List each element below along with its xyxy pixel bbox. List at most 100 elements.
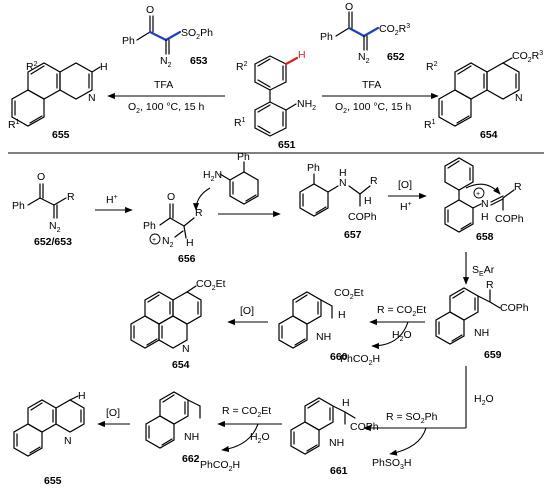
sear-label: SEAr (472, 264, 495, 278)
r1-label: R1 (424, 119, 436, 131)
compound-659: R COPh NH 659 (435, 279, 529, 361)
r2-label: R2 (26, 61, 38, 73)
phco2h-label: PhCO2H (200, 459, 240, 473)
hydrogen-label: H (339, 167, 347, 179)
arrow-water-pathway: H2O R = SO2Ph PhSO3H (363, 366, 494, 471)
arrow-to-655: TFA O2, 100 °C, 15 h (107, 79, 225, 115)
hydrogen-label: H (364, 195, 372, 207)
phso3h-label: PhSO3H (372, 457, 412, 471)
arrow-oxidation-2: [O] (227, 305, 268, 326)
compound-652-label: 652 (387, 51, 405, 63)
oxidant-label: [O] (240, 305, 254, 317)
hplus-label: H+ (400, 201, 412, 213)
phenyl-label: Ph (320, 31, 333, 43)
n2-label: N2 (358, 51, 370, 65)
co2et-label: CO2Et (196, 278, 226, 292)
nh2-label: H2N (203, 169, 222, 183)
nh-label: NH (329, 437, 344, 449)
nh-label: N (339, 177, 347, 189)
charge-label: + (476, 191, 480, 198)
oxygen-label: O (345, 1, 353, 13)
arrow-hydrolysis-co2et: R = CO2Et H2O PhCO2H (340, 304, 426, 367)
compound-655-label: 655 (52, 129, 70, 141)
compound-657: Ph N H R H COPh 657 (299, 162, 378, 241)
tfa-label: TFA (362, 79, 381, 91)
ch-hydrogen-label: H (298, 49, 306, 61)
coph-label: COPh (350, 421, 379, 433)
oxidant-label: [O] (398, 179, 412, 191)
co2r3-label: CO2R3 (379, 23, 410, 37)
n2-label: N2 (160, 55, 172, 69)
compound-656: O Ph R H N2 + 656 (143, 187, 211, 265)
compound-652-653-label: 652/653 (34, 236, 72, 248)
compound-659-label: 659 (484, 349, 502, 361)
arrow-to-654: TFA O2, 100 °C, 15 h (322, 79, 439, 115)
nitrogen-label: N (182, 343, 190, 355)
nitrogen-label: N (515, 92, 523, 104)
compound-654-label: 654 (480, 129, 498, 141)
compound-660-label: 660 (330, 351, 348, 363)
hydrogen-label: H (342, 397, 350, 409)
compound-654-mech-label: 654 (172, 359, 190, 371)
co2r3-label: CO2R3 (512, 50, 543, 64)
r1-label: R1 (234, 117, 246, 129)
compound-654-mechanism: CO2Et N 654 (130, 278, 226, 371)
nh2-label: NH2 (297, 98, 316, 112)
coph-label: COPh (348, 211, 377, 223)
compound-653-label: 653 (190, 55, 208, 67)
hydrogen-label: H (481, 211, 489, 223)
nh-label: NH (474, 327, 489, 339)
compound-658-label: 658 (476, 231, 494, 243)
oxidant-label: [O] (106, 407, 120, 419)
compound-655-mechanism: H N 655 (13, 390, 86, 487)
water-label: H2O (250, 431, 270, 445)
compound-662: NH 662 (145, 391, 201, 465)
arrow-sear: SEAr (462, 252, 495, 285)
compound-651: H NH2 R2 R1 651 (234, 49, 316, 151)
phenyl-label: Ph (237, 151, 250, 163)
compound-652-653: O Ph R N2 652/653 (12, 171, 75, 248)
r-label: R (195, 207, 203, 219)
n2-plus-label: N2 (162, 235, 174, 249)
aminobiphenyl-reagent: Ph H2N (203, 151, 259, 205)
compound-661: H COPh NH 661 (290, 397, 379, 477)
phenyl-label: Ph (307, 162, 320, 174)
compound-656-label: 656 (178, 253, 196, 265)
conditions-label: O2, 100 °C, 15 h (128, 101, 205, 115)
water-label: H2O (474, 393, 494, 407)
reagent-653: O Ph SO2Ph N2 653 (122, 4, 213, 69)
r-label: R (514, 181, 522, 193)
coph-label: COPh (500, 302, 529, 314)
water-label: H2O (392, 329, 412, 343)
conditions-label: O2, 100 °C, 15 h (335, 101, 412, 115)
hydrogen-label: H (186, 237, 194, 249)
compound-657-label: 657 (344, 229, 362, 241)
compound-661-label: 661 (330, 465, 348, 477)
r-label: R (486, 279, 494, 291)
arrow-oxidation-1: [O] H+ (388, 179, 427, 213)
nitrogen-label: N (88, 92, 96, 104)
phco2h-label: PhCO2H (340, 353, 380, 367)
compound-654: CO2R3 N R2 R1 654 (424, 50, 543, 141)
r-so2ph-label: R = SO2Ph (386, 411, 438, 425)
charge-label: + (152, 237, 156, 244)
so2ph-label: SO2Ph (181, 27, 213, 41)
oxygen-label: O (167, 191, 175, 203)
co2et-label: CO2Et (334, 287, 364, 301)
coph-label: COPh (495, 213, 524, 225)
oxygen-label: O (37, 171, 45, 183)
r-co2et-label: R = CO2Et (222, 405, 271, 419)
nh-label: NH (184, 431, 199, 443)
phenyl-label: Ph (12, 200, 25, 212)
r2-label: R2 (236, 61, 248, 73)
r-co2et-label: R = CO2Et (377, 304, 426, 318)
arrow-hydrolysis-co2et-2: R = CO2Et H2O PhCO2H (200, 405, 282, 473)
compound-658: N H + R COPh 658 (444, 157, 524, 243)
hydrogen-label: H (78, 390, 86, 402)
oxygen-label: O (146, 4, 154, 16)
phenyl-label: Ph (143, 220, 156, 232)
nitrogen-label: N (64, 435, 72, 447)
compound-655: H N R2 R1 655 (8, 61, 108, 141)
hydrogen-label: H (100, 61, 108, 73)
